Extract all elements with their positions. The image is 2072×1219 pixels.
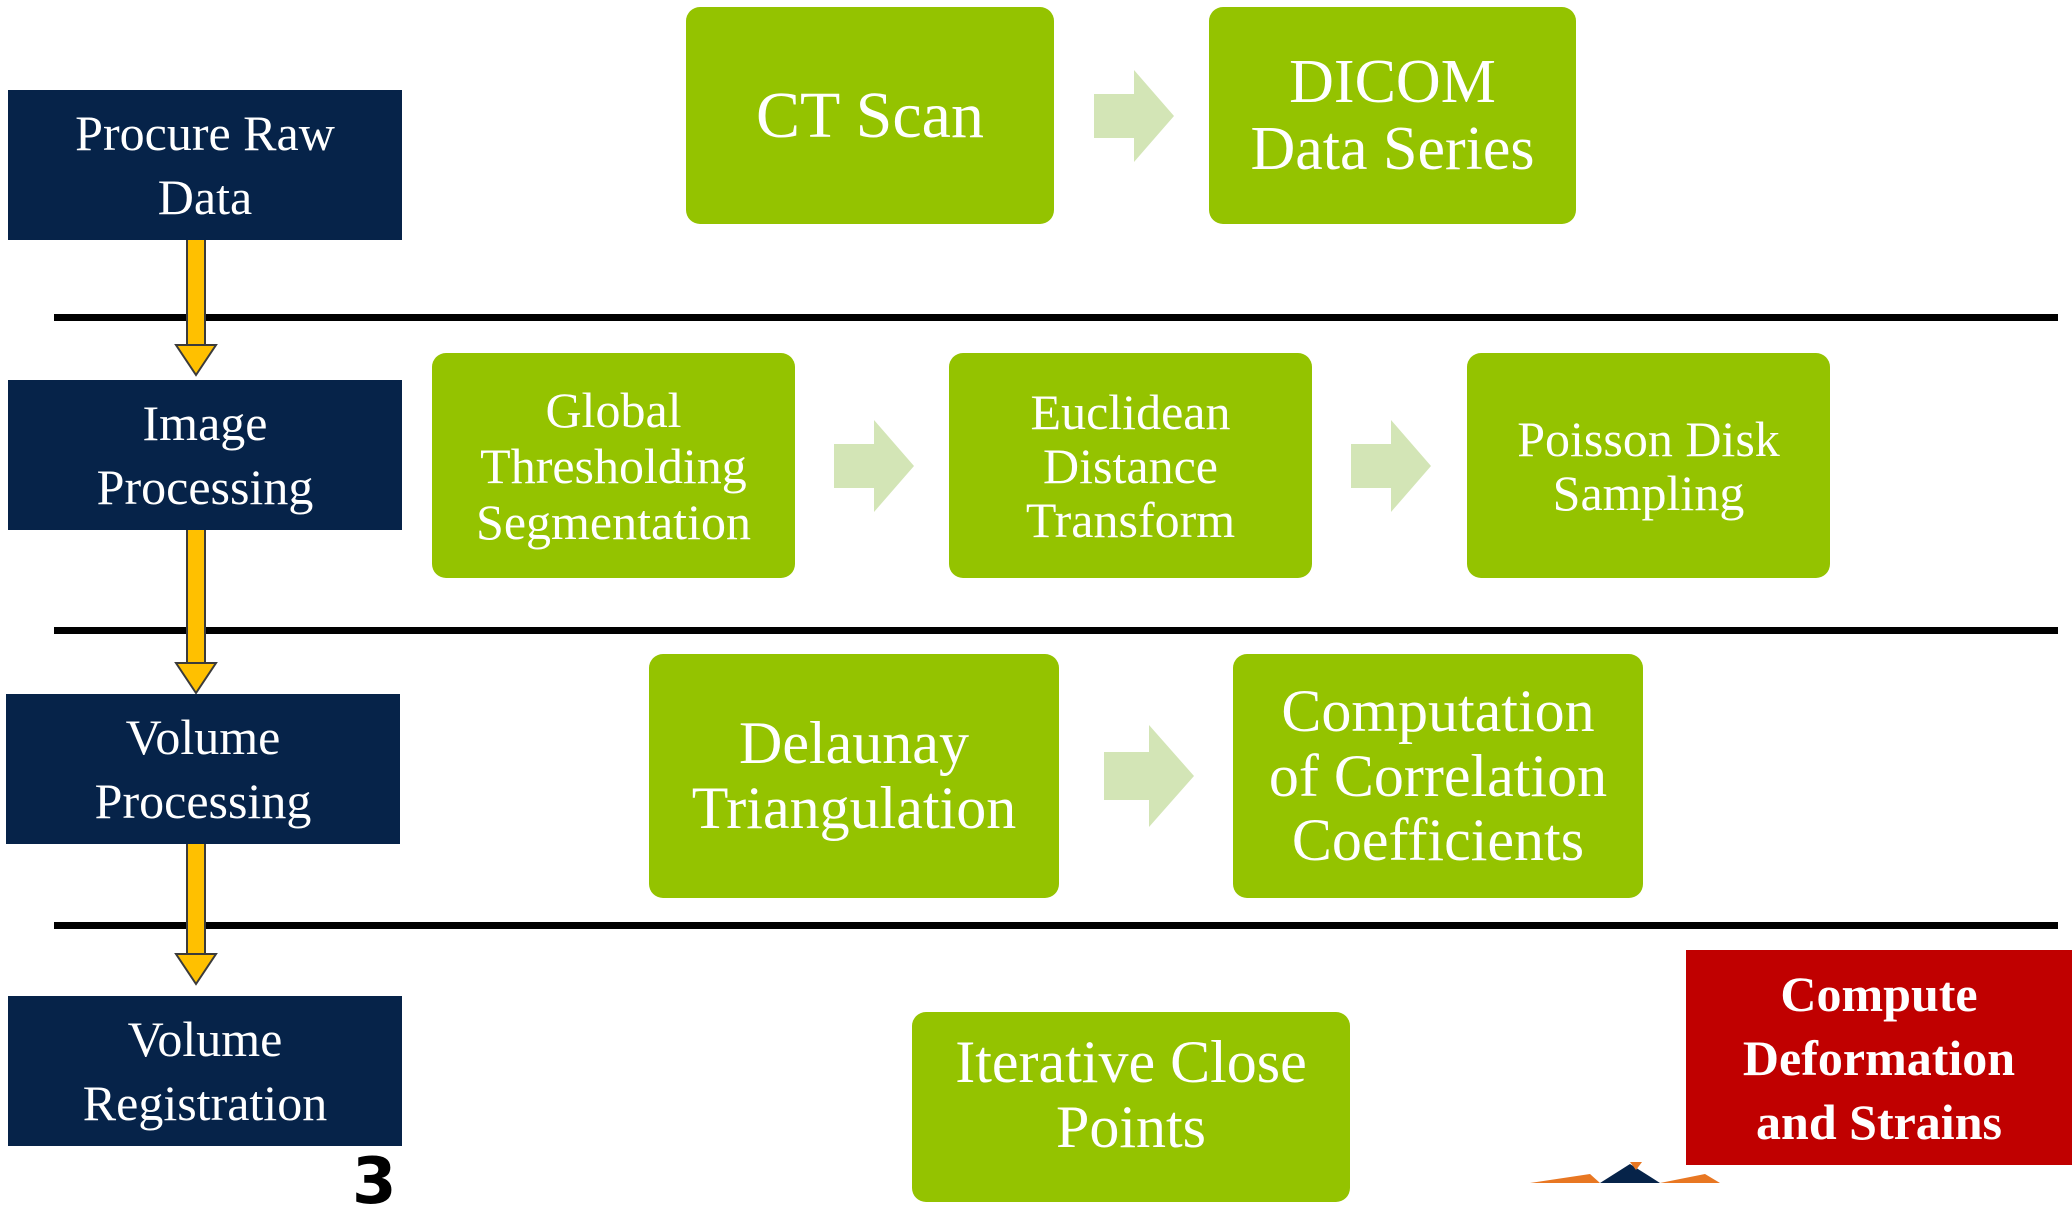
step-ct-scan: CT Scan [686,7,1054,224]
step-iterative-close-points: Iterative Close Points [912,1012,1350,1202]
step-dicom-data-series: DICOM Data Series [1209,7,1576,224]
down-arrow-icon [174,953,218,986]
step-euclidean-distance-transform: Euclidean Distance Transform [949,353,1312,578]
step-poisson-disk-sampling: Poisson Disk Sampling [1467,353,1830,578]
down-arrow-shaft [186,843,206,958]
right-arrow-icon [1351,420,1431,512]
right-arrow-icon [1094,70,1174,162]
logo-icon [1530,1162,1720,1183]
separator-line [54,627,2058,634]
pipeline-diagram: Procure Raw Data Image Processing Volume… [6,7,2072,1219]
right-arrow-icon [834,420,914,512]
output-compute-deformation-and-strains: Compute Deformation and Strains [1686,950,2072,1165]
stage-procure-raw-data: Procure Raw Data [8,90,402,240]
separator-line [54,922,2058,929]
down-arrow-shaft [186,530,206,665]
down-arrow-icon [174,344,218,377]
right-arrow-icon [1104,725,1194,827]
step-delaunay-triangulation: Delaunay Triangulation [649,654,1059,898]
page-number-fragment: 3 [352,1145,397,1219]
down-arrow-icon [174,662,218,695]
step-computation-of-correlation-coefficients: Computation of Correlation Coefficients [1233,654,1643,898]
stage-image-processing: Image Processing [8,380,402,530]
stage-volume-processing: Volume Processing [6,694,400,844]
step-global-thresholding-segmentation: Global Thresholding Segmentation [432,353,795,578]
stage-volume-registration: Volume Registration [8,996,402,1146]
down-arrow-shaft [186,240,206,345]
separator-line [54,314,2058,321]
